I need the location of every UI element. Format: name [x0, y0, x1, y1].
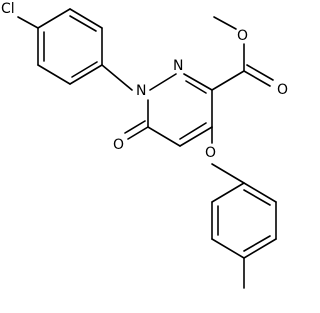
bond-cester-ocarbonyl-2 — [246, 64, 274, 81]
bond-aryl1-3-inner — [71, 61, 98, 78]
atom-o-ketone: O — [113, 137, 124, 153]
bond-oether-aryl2 — [211, 163, 245, 184]
bond-aryl1-2 — [37, 64, 71, 85]
bond-aryl2-3 — [243, 238, 277, 259]
bond-n1-n2 — [149, 73, 177, 91]
bond-c4-c5 — [179, 126, 213, 147]
bonds — [17, 8, 277, 289]
bond-omethoxy-ch3 — [213, 16, 237, 30]
atom-o-ester-methoxy: O — [237, 28, 248, 44]
bond-aryl2-1-inner — [243, 189, 271, 206]
bond-c6-o-ketone-2 — [124, 120, 146, 134]
atom-o-ester-carbonyl: O — [277, 82, 288, 98]
bond-aryl1-3 — [69, 64, 103, 85]
atom-labels: Cl N N O O O O — [1, 1, 288, 161]
bond-n2-c3-inner — [185, 80, 207, 94]
bond-c5-c6 — [147, 126, 181, 147]
bond-c3-cester — [211, 70, 245, 91]
bond-aryl2-3-inner — [243, 235, 271, 252]
bond-n2-c3 — [183, 73, 213, 91]
bond-c4-c5-inner — [179, 122, 207, 140]
atom-o-ether: O — [205, 145, 216, 161]
bond-aryl1-6 — [37, 8, 71, 29]
bond-aryl1-5-inner — [69, 15, 97, 32]
atom-cl: Cl — [1, 1, 15, 17]
bond-cester-ocarbonyl — [243, 70, 271, 87]
atom-n2: N — [173, 58, 183, 74]
bond-aryl2-1 — [243, 182, 277, 203]
bond-cl-c — [17, 16, 39, 29]
atom-n1: N — [136, 83, 146, 99]
bond-aryl1-5 — [69, 8, 103, 29]
bond-aryl-n1 — [101, 64, 133, 91]
bond-aryl2-6 — [211, 182, 245, 203]
chemical-structure-diagram: Cl N N O O O O — [1, 1, 288, 289]
bond-c6-o-ketone — [127, 126, 149, 140]
bond-aryl2-4 — [211, 238, 245, 259]
